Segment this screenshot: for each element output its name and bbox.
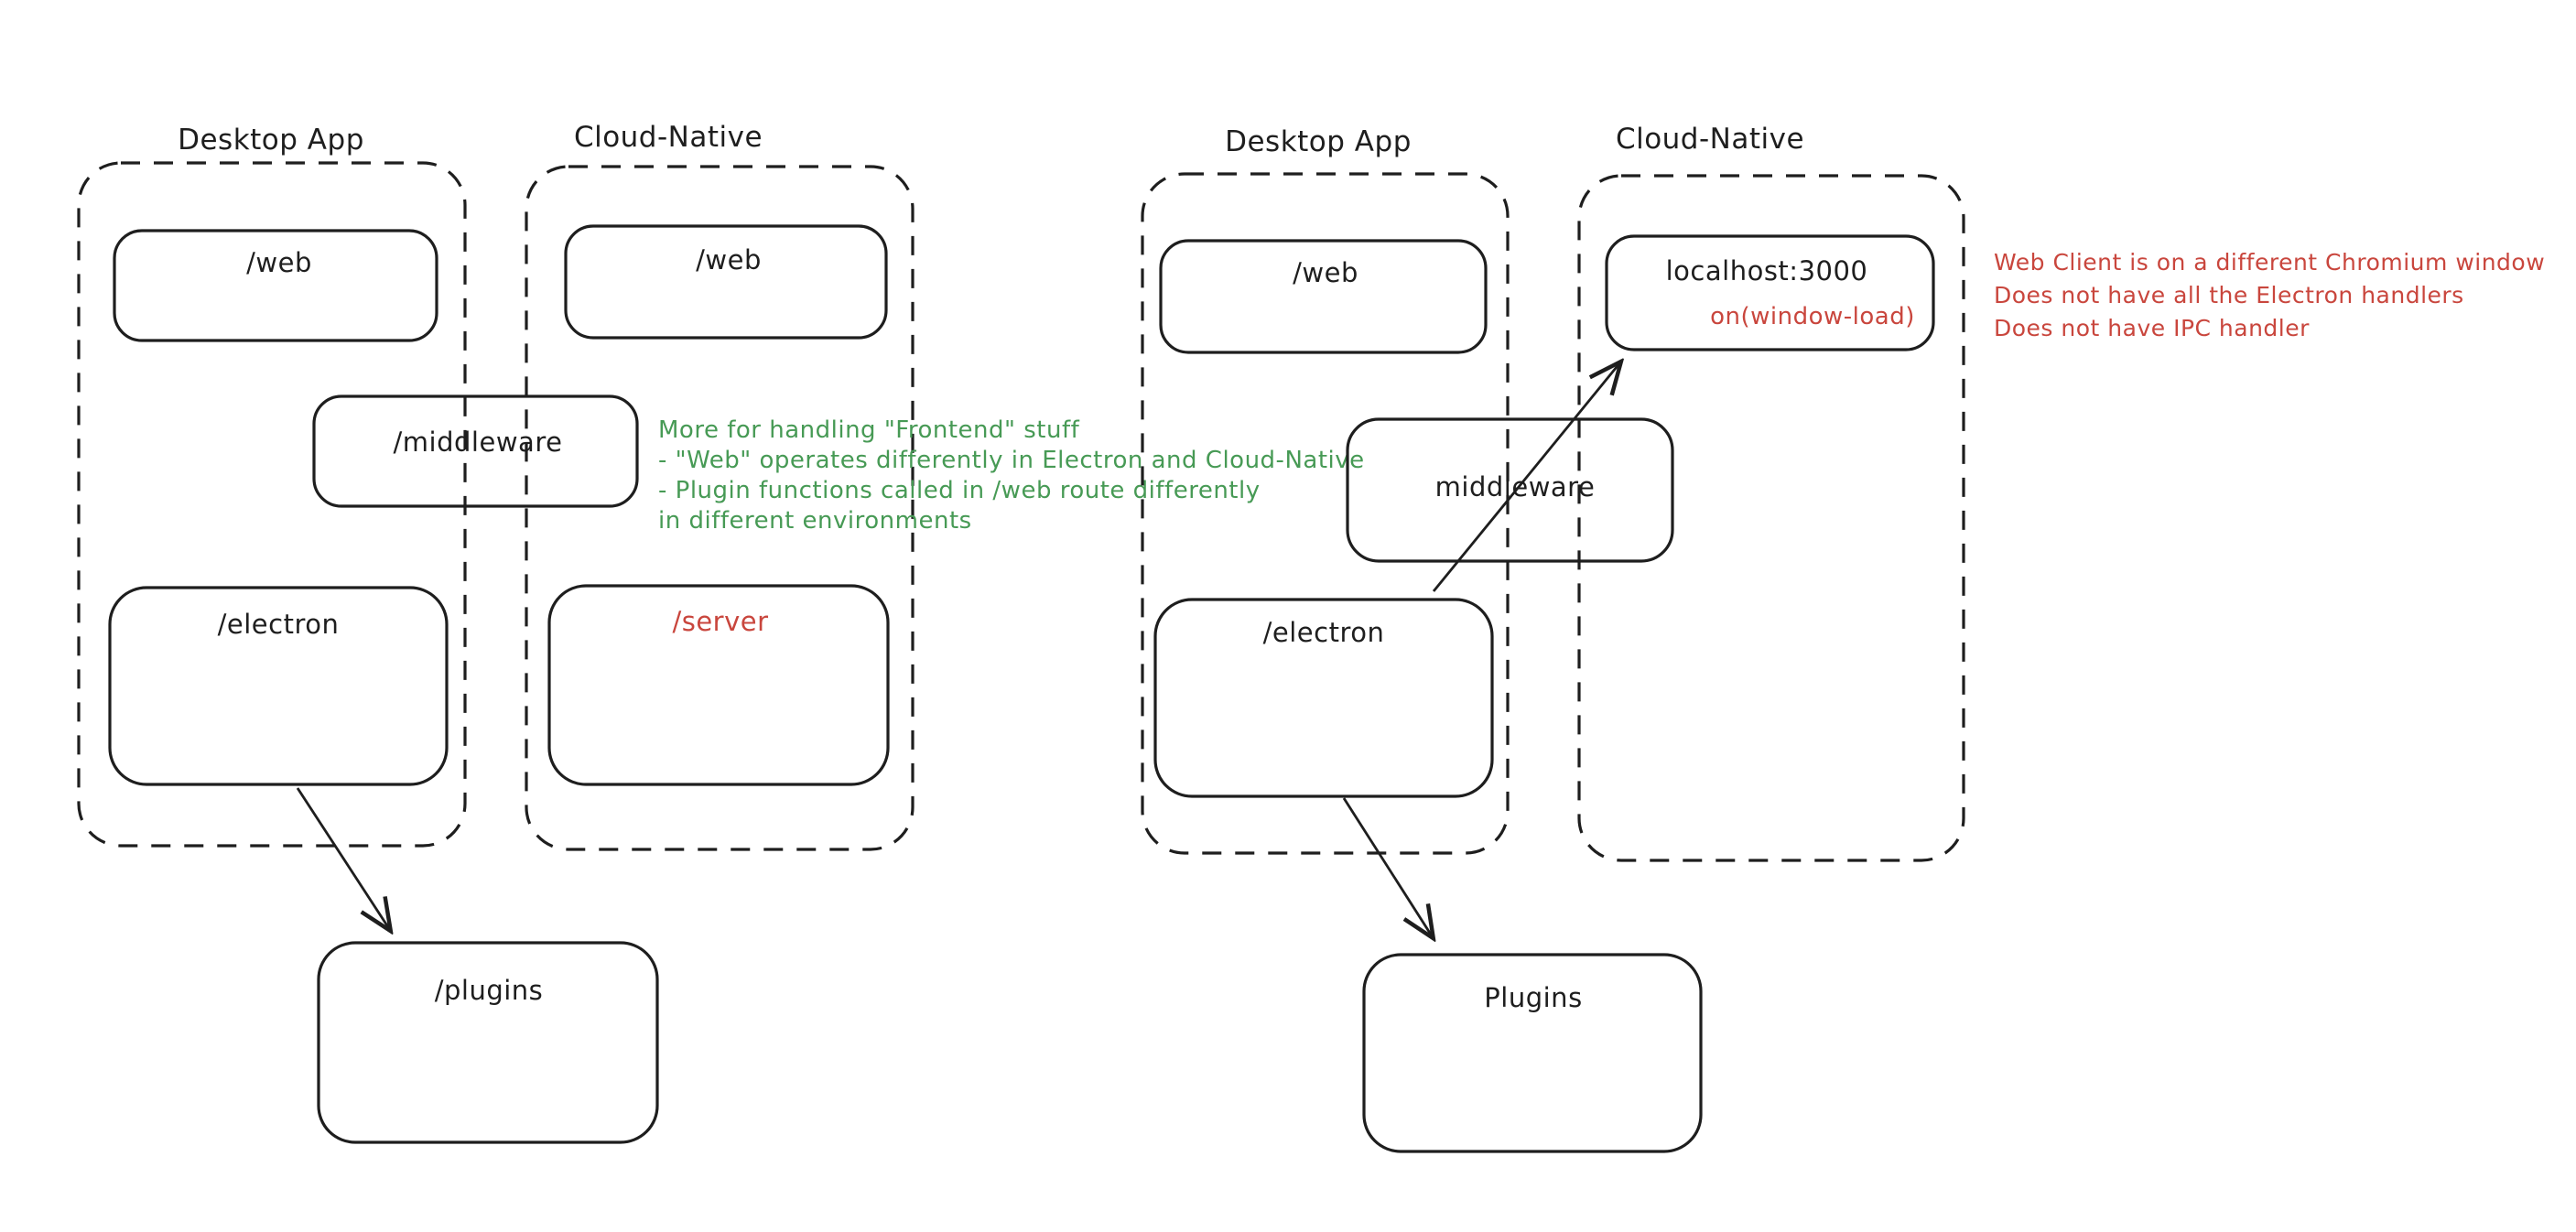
left-web-desktop-box [113,229,438,342]
left-diagram: Desktop App Cloud-Native /web /web /midd… [77,121,915,1144]
left-web-cloud-box [564,224,888,340]
left-web-desktop-label: /web [246,247,312,278]
red-note-line: Does not have IPC handler [1994,315,2310,341]
left-electron-label: /electron [218,609,340,640]
left-electron-to-plugins-arrow [296,787,390,930]
right-electron-box [1153,598,1494,798]
right-electron-to-localhost-arrow [1432,362,1620,592]
right-plugins-box [1362,953,1703,1153]
red-note: Web Client is on a different Chromium wi… [1994,249,2545,341]
right-localhost-label: localhost:3000 [1666,255,1868,286]
right-plugins-label: Plugins [1484,982,1582,1013]
green-note-line: - "Web" operates differently in Electron… [658,447,1365,474]
left-cloud-native-label: Cloud-Native [574,121,763,154]
right-electron-label: /electron [1263,617,1385,648]
red-note-line: Does not have all the Electron handlers [1994,282,2464,308]
right-diagram: Desktop App Cloud-Native /web localhost:… [1141,123,1965,1153]
left-server-box [547,584,890,786]
right-cloud-container [1577,174,1965,862]
right-desktop-app-label: Desktop App [1225,125,1412,158]
left-web-cloud-label: /web [696,244,762,276]
left-desktop-container [77,161,467,848]
left-electron-box [108,586,449,786]
right-desktop-container [1141,172,1510,855]
left-middleware-label: /middleware [394,427,563,458]
right-web-box [1159,239,1488,354]
left-desktop-app-label: Desktop App [178,124,364,157]
green-note-line: More for handling "Frontend" stuff [658,416,1080,444]
red-note-line: Web Client is on a different Chromium wi… [1994,249,2545,276]
right-middleware-box [1346,417,1674,563]
right-web-label: /web [1293,257,1358,288]
right-localhost-handler-label: on(window-load) [1710,303,1915,330]
green-note-line: - Plugin functions called in /web route … [658,477,1261,504]
left-cloud-container [525,165,915,851]
green-note-line: in different environments [658,507,972,535]
green-note: More for handling "Frontend" stuff - "We… [658,416,1365,535]
left-middleware-box [312,394,639,508]
right-cloud-native-label: Cloud-Native [1616,123,1804,156]
left-plugins-label: /plugins [435,975,544,1006]
right-localhost-box [1605,234,1935,351]
left-plugins-box [317,941,659,1144]
right-middleware-label: middleware [1435,471,1596,503]
right-electron-to-plugins-arrow [1342,797,1433,937]
left-server-label: /server [672,606,768,637]
